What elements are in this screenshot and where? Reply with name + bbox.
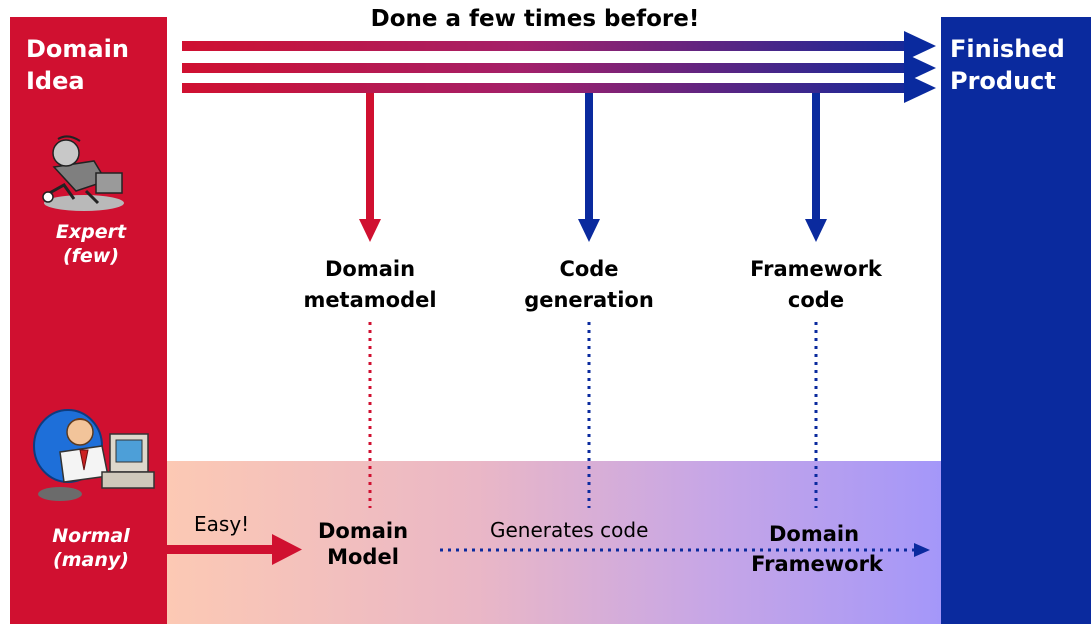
code-generation-label: Code generation: [524, 257, 654, 312]
framework-down-arrowhead: [805, 219, 827, 242]
domain-idea-column: [10, 17, 167, 624]
normal-role-label: Normal (many): [52, 525, 130, 571]
expert-role-label: Expert (few): [55, 221, 127, 267]
easy-label: Easy!: [194, 512, 250, 536]
header-title: Done a few times before!: [370, 6, 700, 32]
computer-user-icon: [33, 409, 155, 501]
easy-arrow-shaft: [167, 545, 275, 554]
generates-code-label: Generates code: [490, 518, 649, 542]
metamodel-down-arrow-shaft: [366, 93, 374, 221]
codegen-down-arrow-shaft: [585, 93, 593, 221]
easy-arrowhead: [272, 534, 302, 565]
domain-framework-label: Domain Framework: [751, 522, 883, 576]
codegen-down-arrowhead: [578, 219, 600, 242]
finished-product-title: Finished Product: [950, 35, 1065, 95]
framework-code-label: Framework code: [750, 257, 882, 312]
domain-model-label: Domain Model: [317, 519, 409, 569]
main-flow-arrows: [182, 31, 936, 103]
running-expert-icon: [42, 135, 124, 211]
metamodel-down-arrowhead: [359, 219, 381, 242]
domain-metamodel-label: Domain metamodel: [303, 257, 437, 312]
normal-users-band: [167, 461, 941, 624]
finished-product-column: [941, 17, 1091, 624]
framework-down-arrow-shaft: [812, 93, 820, 221]
domain-idea-title: Domain Idea: [26, 35, 129, 95]
generates-arrowhead: [914, 543, 930, 557]
